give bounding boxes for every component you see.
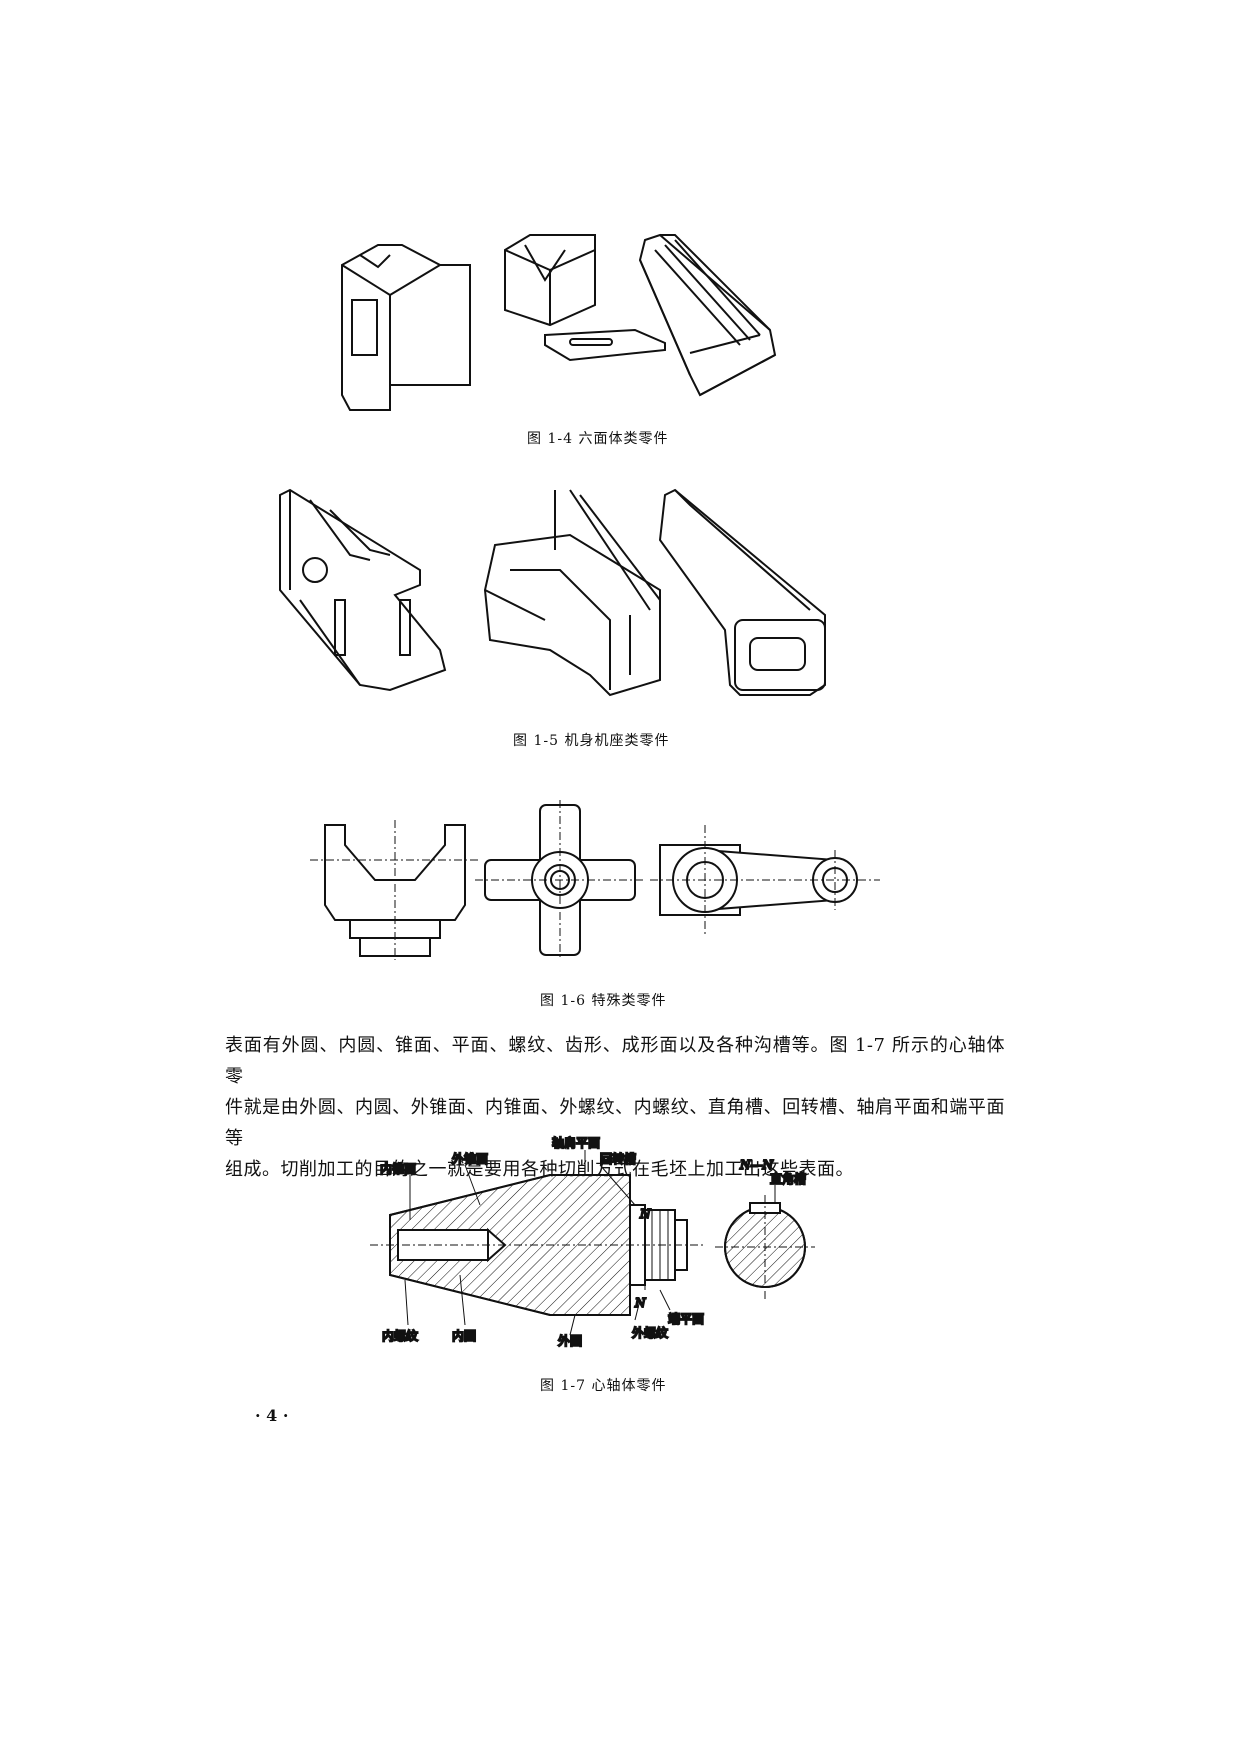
body-line-2: 件就是由外圆、内圆、外锥面、内锥面、外螺纹、内螺纹、直角槽、回转槽、轴肩平面和端… bbox=[225, 1097, 1005, 1149]
label-n-bottom: N bbox=[634, 1296, 646, 1310]
label-external-thread: 外螺纹 bbox=[632, 1326, 668, 1340]
label-shoulder-face: 轴肩平面 bbox=[552, 1135, 600, 1150]
t-slot-table-drawing bbox=[638, 233, 777, 397]
label-outer-circle: 外圆 bbox=[558, 1334, 582, 1348]
figure-1-5 bbox=[279, 488, 826, 697]
fork-part-drawing bbox=[310, 820, 480, 960]
label-rotary-groove: 回转槽 bbox=[600, 1151, 636, 1166]
label-n-top: N bbox=[639, 1207, 651, 1221]
figure-1-5-caption: 图 1-5 机身机座类零件 bbox=[513, 733, 670, 749]
figure-1-7: 轴肩平面 内锥面 外锥面 回转槽 N—N 直角槽 N N 端平面 外螺纹 内螺纹… bbox=[370, 1134, 815, 1349]
label-inner-circle: 内圆 bbox=[452, 1329, 476, 1343]
figure-1-6-caption: 图 1-6 特殊类零件 bbox=[540, 993, 667, 1009]
label-right-angle-groove: 直角槽 bbox=[770, 1172, 806, 1186]
figure-1-6 bbox=[310, 800, 880, 960]
page-number: · 4 · bbox=[255, 1406, 289, 1425]
figure-1-4 bbox=[341, 233, 777, 411]
label-end-face: 端平面 bbox=[668, 1312, 704, 1326]
machine-base-drawing bbox=[279, 488, 447, 692]
label-inner-cone: 内锥面 bbox=[380, 1162, 416, 1176]
machine-column-drawing bbox=[658, 488, 826, 696]
body-paragraph: 表面有外圆、内圆、锥面、平面、螺纹、齿形、成形面以及各种沟槽等。图 1-7 所示… bbox=[225, 1030, 1005, 1185]
body-line-1: 表面有外圆、内圆、锥面、平面、螺纹、齿形、成形面以及各种沟槽等。图 1-7 所示… bbox=[225, 1035, 1005, 1087]
v-block-drawing bbox=[504, 234, 596, 327]
figure-1-7-caption: 图 1-7 心轴体零件 bbox=[540, 1378, 667, 1394]
hollow-block-drawing bbox=[341, 244, 471, 411]
connecting-rod-drawing bbox=[650, 825, 880, 935]
label-internal-thread: 内螺纹 bbox=[382, 1329, 418, 1343]
figure-1-4-caption: 图 1-4 六面体类零件 bbox=[527, 431, 669, 447]
mandrel-section-drawing bbox=[370, 1174, 705, 1316]
cross-part-drawing bbox=[475, 800, 645, 960]
machine-bed-drawing bbox=[483, 489, 661, 697]
section-n-n-drawing bbox=[715, 1195, 815, 1300]
clamp-plate-drawing bbox=[544, 328, 666, 362]
label-outer-cone: 外锥面 bbox=[452, 1152, 488, 1166]
body-line-3: 组成。切削加工的目的之一就是要用各种切削方式在毛坯上加工出这些表面。 bbox=[225, 1159, 854, 1180]
label-section-n-n: N—N bbox=[739, 1158, 774, 1172]
